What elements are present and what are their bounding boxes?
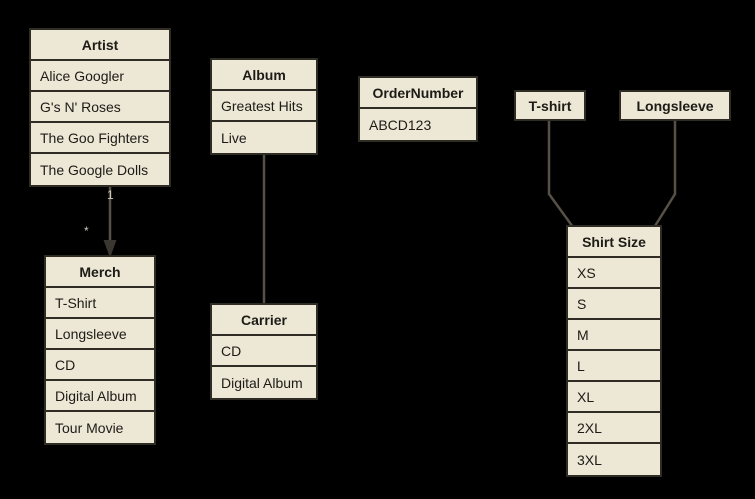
table-row[interactable]: Greatest Hits (212, 91, 316, 122)
table-row[interactable]: Alice Googler (31, 61, 169, 92)
table-row[interactable]: M (568, 320, 660, 351)
entity-shirt-size-title: Shirt Size (568, 227, 660, 258)
table-row[interactable]: ABCD123 (360, 109, 476, 140)
box-longsleeve[interactable]: Longsleeve (619, 90, 731, 121)
entity-artist[interactable]: Artist Alice Googler G's N' Roses The Go… (29, 28, 171, 187)
table-row[interactable]: The Google Dolls (31, 154, 169, 185)
table-row[interactable]: Digital Album (46, 381, 154, 412)
connector-tshirt-to-shirt-size (547, 116, 580, 235)
connector-longsleeve-to-shirt-size (648, 116, 677, 235)
entity-album-title: Album (212, 60, 316, 91)
table-row[interactable]: G's N' Roses (31, 92, 169, 123)
connector-album-to-carrier (262, 148, 266, 308)
connector-artist-to-merch (103, 178, 117, 258)
table-row[interactable]: S (568, 289, 660, 320)
entity-order-number[interactable]: OrderNumber ABCD123 (358, 76, 478, 142)
table-row[interactable]: XS (568, 258, 660, 289)
box-tshirt[interactable]: T-shirt (514, 90, 586, 121)
entity-album[interactable]: Album Greatest Hits Live (210, 58, 318, 155)
table-row[interactable]: Live (212, 122, 316, 153)
table-row[interactable]: Digital Album (212, 367, 316, 398)
table-row[interactable]: Tour Movie (46, 412, 154, 443)
entity-merch-title: Merch (46, 257, 154, 288)
entity-carrier-title: Carrier (212, 305, 316, 336)
table-row[interactable]: XL (568, 382, 660, 413)
entity-order-number-title: OrderNumber (360, 78, 476, 109)
table-row[interactable]: 2XL (568, 413, 660, 444)
entity-carrier[interactable]: Carrier CD Digital Album (210, 303, 318, 400)
multiplicity-source-label: 1 (107, 188, 114, 202)
multiplicity-target-label: * (84, 224, 89, 238)
table-row[interactable]: Longsleeve (46, 319, 154, 350)
entity-artist-title: Artist (31, 30, 169, 61)
table-row[interactable]: CD (212, 336, 316, 367)
entity-merch[interactable]: Merch T-Shirt Longsleeve CD Digital Albu… (44, 255, 156, 445)
table-row[interactable]: L (568, 351, 660, 382)
table-row[interactable]: T-Shirt (46, 288, 154, 319)
table-row[interactable]: CD (46, 350, 154, 381)
table-row[interactable]: The Goo Fighters (31, 123, 169, 154)
table-row[interactable]: 3XL (568, 444, 660, 475)
entity-shirt-size[interactable]: Shirt Size XS S M L XL 2XL 3XL (566, 225, 662, 477)
